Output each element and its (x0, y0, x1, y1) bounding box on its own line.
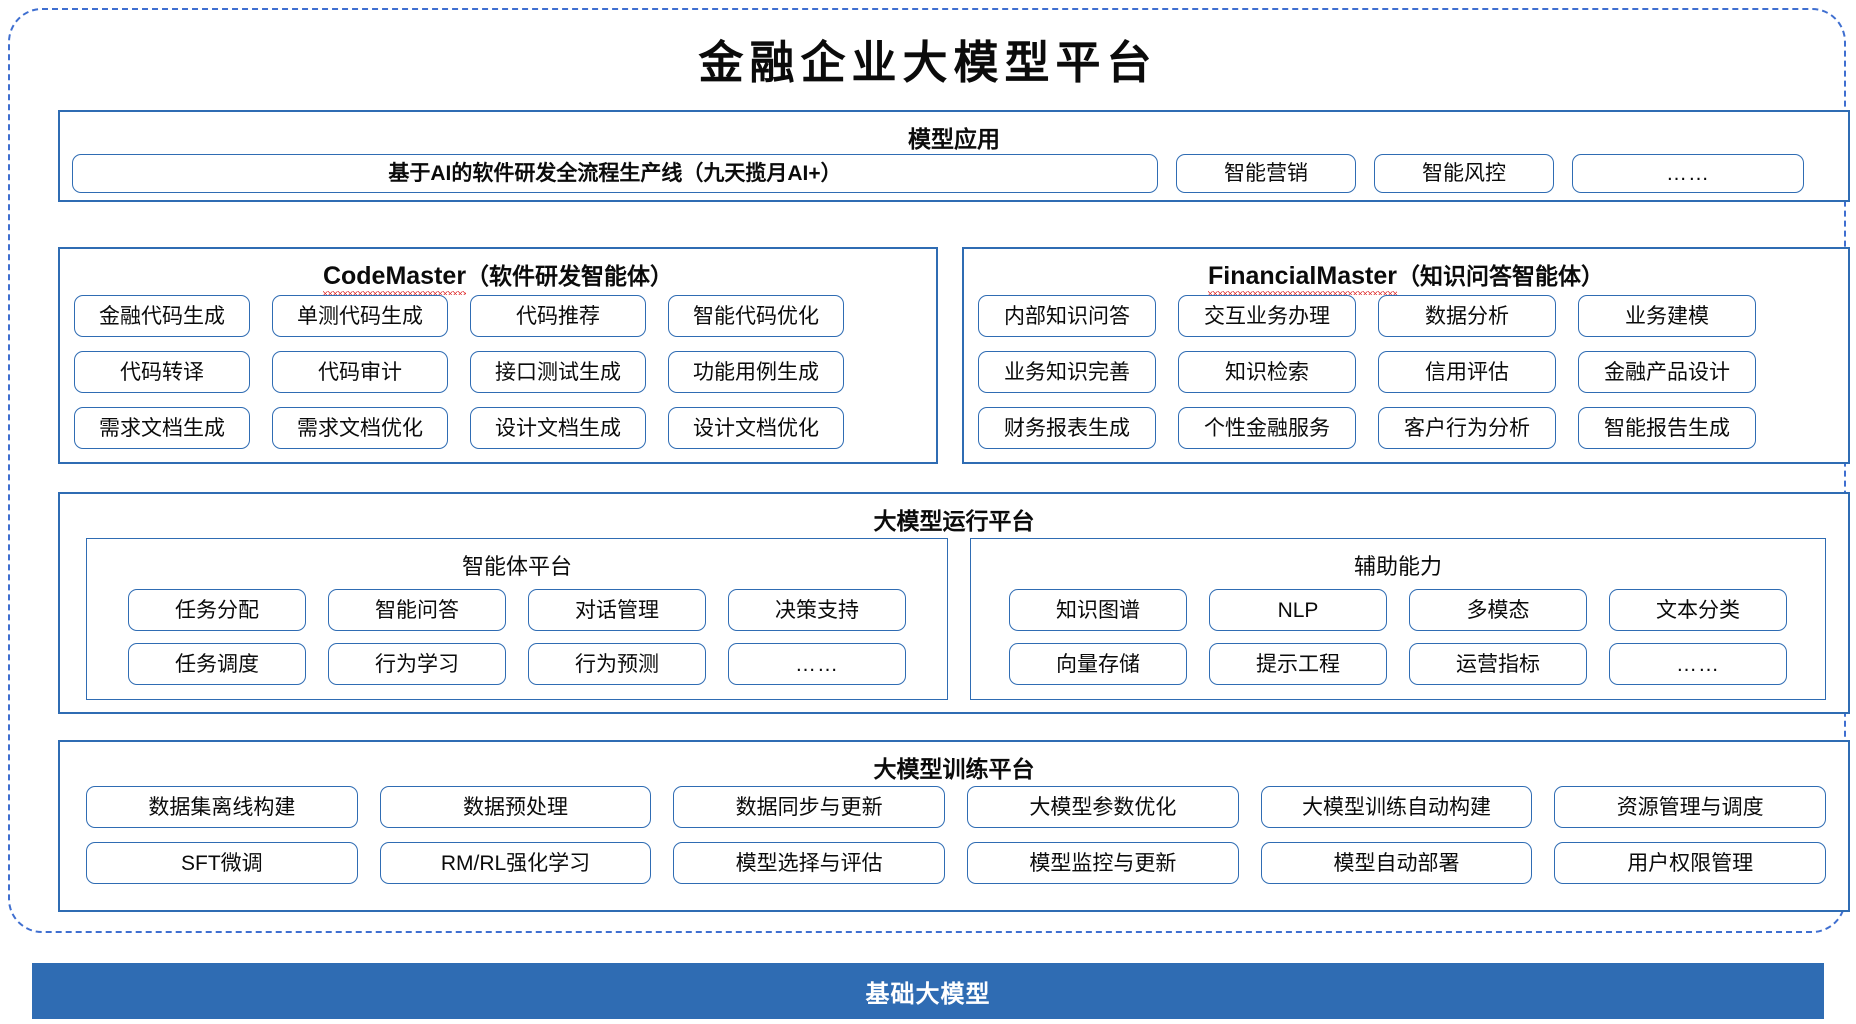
runtime-pill[interactable]: 向量存储 (1009, 643, 1187, 685)
runtime-platform-title: 大模型运行平台 (873, 508, 1035, 534)
training-pill[interactable]: 模型监控与更新 (967, 842, 1239, 884)
agent-platform-title: 智能体平台 (461, 554, 572, 579)
capability-pill[interactable]: 信用评估 (1378, 351, 1556, 393)
application-item-smart-risk-control[interactable]: 智能风控 (1374, 154, 1554, 193)
runtime-pill[interactable]: 对话管理 (528, 589, 706, 631)
financialmaster-cn-name: （知识问答智能体） (1396, 263, 1604, 289)
runtime-pill[interactable]: 任务分配 (128, 589, 306, 631)
capability-pill[interactable]: 财务报表生成 (978, 407, 1156, 449)
training-platform-card: 大模型训练平台 数据集离线构建 数据预处理 数据同步与更新 大模型参数优化 大模… (58, 740, 1850, 912)
runtime-pill[interactable]: NLP (1209, 589, 1387, 631)
training-pill[interactable]: RM/RL强化学习 (379, 842, 652, 884)
runtime-platform-panels: 智能体平台 任务分配 智能问答 对话管理 决策支持 任务调度 行为学习 行为预测… (86, 538, 1826, 700)
capability-pill[interactable]: 知识检索 (1178, 351, 1356, 393)
training-platform-grid: 数据集离线构建 数据预处理 数据同步与更新 大模型参数优化 大模型训练自动构建 … (86, 786, 1827, 884)
capability-pill[interactable]: 金融产品设计 (1578, 351, 1756, 393)
capability-pill[interactable]: 单测代码生成 (272, 295, 448, 337)
training-pill[interactable]: SFT微调 (86, 842, 358, 884)
capability-row: 代码转译 代码审计 接口测试生成 功能用例生成 (74, 351, 844, 393)
runtime-pill[interactable]: 知识图谱 (1009, 589, 1187, 631)
runtime-row: 知识图谱 NLP 多模态 文本分类 (971, 589, 1825, 631)
training-pill[interactable]: 数据预处理 (379, 786, 652, 828)
codemaster-capability-grid: 金融代码生成 单测代码生成 代码推荐 智能代码优化 代码转译 代码审计 接口测试… (74, 295, 844, 449)
capability-pill[interactable]: 客户行为分析 (1378, 407, 1556, 449)
auxiliary-capability-panel: 辅助能力 知识图谱 NLP 多模态 文本分类 向量存储 提示工程 运营指标 …… (970, 538, 1826, 700)
financialmaster-title: FinancialMaster（知识问答智能体） (964, 257, 1848, 295)
capability-pill[interactable]: 需求文档优化 (272, 407, 448, 449)
runtime-pill-more[interactable]: …… (1609, 643, 1787, 685)
application-layer-items: 基于AI的软件研发全流程生产线（九天揽月AI+） 智能营销 智能风控 …… (72, 154, 1840, 193)
auxiliary-capability-title: 辅助能力 (1353, 554, 1442, 579)
application-layer-title: 模型应用 (908, 126, 1000, 152)
codemaster-cn-name: （软件研发智能体） (466, 263, 674, 289)
runtime-pill[interactable]: 行为学习 (328, 643, 506, 685)
capability-pill[interactable]: 功能用例生成 (668, 351, 844, 393)
agent-platform-panel: 智能体平台 任务分配 智能问答 对话管理 决策支持 任务调度 行为学习 行为预测… (86, 538, 948, 700)
capability-row: 需求文档生成 需求文档优化 设计文档生成 设计文档优化 (74, 407, 844, 449)
application-item-ai-pipeline[interactable]: 基于AI的软件研发全流程生产线（九天揽月AI+） (72, 154, 1158, 193)
training-pill[interactable]: 模型选择与评估 (673, 842, 946, 884)
runtime-pill[interactable]: 运营指标 (1409, 643, 1587, 685)
training-pill[interactable]: 大模型参数优化 (967, 786, 1239, 828)
capability-pill[interactable]: 代码推荐 (470, 295, 646, 337)
capability-pill[interactable]: 个性金融服务 (1178, 407, 1356, 449)
capability-pill[interactable]: 需求文档生成 (74, 407, 250, 449)
codemaster-agent-card: CodeMaster（软件研发智能体） 金融代码生成 单测代码生成 代码推荐 智… (58, 247, 938, 464)
financialmaster-latin-name: FinancialMaster (1208, 262, 1397, 295)
training-pill[interactable]: 大模型训练自动构建 (1260, 786, 1533, 828)
capability-row: 业务知识完善 知识检索 信用评估 金融产品设计 (978, 351, 1756, 393)
runtime-pill[interactable]: 文本分类 (1609, 589, 1787, 631)
capability-pill[interactable]: 代码审计 (272, 351, 448, 393)
runtime-pill[interactable]: 多模态 (1409, 589, 1587, 631)
runtime-row: 任务分配 智能问答 对话管理 决策支持 (87, 589, 947, 631)
capability-pill[interactable]: 金融代码生成 (74, 295, 250, 337)
base-model-banner-label: 基础大模型 (865, 980, 991, 1008)
base-model-banner: 基础大模型 (32, 963, 1824, 1019)
runtime-platform-card: 大模型运行平台 智能体平台 任务分配 智能问答 对话管理 决策支持 任务调度 行… (58, 492, 1850, 714)
financialmaster-capability-grid: 内部知识问答 交互业务办理 数据分析 业务建模 业务知识完善 知识检索 信用评估… (978, 295, 1756, 449)
application-item-smart-marketing[interactable]: 智能营销 (1176, 154, 1356, 193)
runtime-pill-more[interactable]: …… (728, 643, 906, 685)
training-row: SFT微调 RM/RL强化学习 模型选择与评估 模型监控与更新 模型自动部署 用… (86, 842, 1827, 884)
training-platform-title: 大模型训练平台 (873, 756, 1035, 782)
outer-dashed-frame (8, 8, 1846, 933)
training-pill[interactable]: 模型自动部署 (1260, 842, 1533, 884)
runtime-row: 任务调度 行为学习 行为预测 …… (87, 643, 947, 685)
runtime-pill[interactable]: 决策支持 (728, 589, 906, 631)
runtime-pill[interactable]: 智能问答 (328, 589, 506, 631)
capability-pill[interactable]: 业务建模 (1578, 295, 1756, 337)
runtime-row: 向量存储 提示工程 运营指标 …… (971, 643, 1825, 685)
runtime-pill[interactable]: 行为预测 (528, 643, 706, 685)
application-item-more[interactable]: …… (1572, 154, 1804, 193)
runtime-pill[interactable]: 提示工程 (1209, 643, 1387, 685)
capability-pill[interactable]: 内部知识问答 (978, 295, 1156, 337)
training-row: 数据集离线构建 数据预处理 数据同步与更新 大模型参数优化 大模型训练自动构建 … (86, 786, 1827, 828)
capability-pill[interactable]: 设计文档优化 (668, 407, 844, 449)
capability-pill[interactable]: 代码转译 (74, 351, 250, 393)
training-pill[interactable]: 数据同步与更新 (673, 786, 946, 828)
financialmaster-agent-card: FinancialMaster（知识问答智能体） 内部知识问答 交互业务办理 数… (962, 247, 1850, 464)
capability-pill[interactable]: 设计文档生成 (470, 407, 646, 449)
training-pill[interactable]: 数据集离线构建 (86, 786, 358, 828)
runtime-pill[interactable]: 任务调度 (128, 643, 306, 685)
training-pill[interactable]: 资源管理与调度 (1554, 786, 1827, 828)
codemaster-title: CodeMaster（软件研发智能体） (60, 257, 936, 295)
capability-row: 内部知识问答 交互业务办理 数据分析 业务建模 (978, 295, 1756, 337)
capability-pill[interactable]: 交互业务办理 (1178, 295, 1356, 337)
page-title: 金融企业大模型平台 (698, 36, 1158, 89)
capability-pill[interactable]: 接口测试生成 (470, 351, 646, 393)
application-layer-card: 模型应用 基于AI的软件研发全流程生产线（九天揽月AI+） 智能营销 智能风控 … (58, 110, 1850, 202)
capability-pill[interactable]: 业务知识完善 (978, 351, 1156, 393)
capability-row: 金融代码生成 单测代码生成 代码推荐 智能代码优化 (74, 295, 844, 337)
training-pill[interactable]: 用户权限管理 (1554, 842, 1827, 884)
capability-pill[interactable]: 数据分析 (1378, 295, 1556, 337)
codemaster-latin-name: CodeMaster (322, 262, 467, 295)
capability-pill[interactable]: 智能代码优化 (668, 295, 844, 337)
capability-pill[interactable]: 智能报告生成 (1578, 407, 1756, 449)
capability-row: 财务报表生成 个性金融服务 客户行为分析 智能报告生成 (978, 407, 1756, 449)
